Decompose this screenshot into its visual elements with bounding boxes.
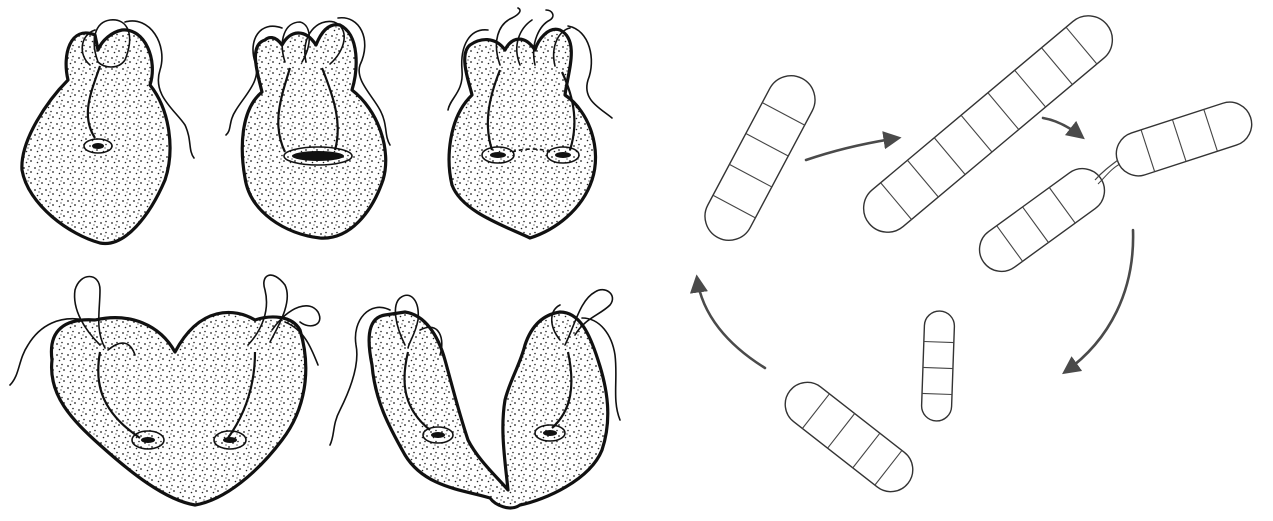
rod-stage-3-daughter-b bbox=[971, 160, 1113, 280]
flagellate-division-panel bbox=[10, 8, 620, 508]
cycle-arrow-1 bbox=[806, 138, 898, 160]
rod-stage-4 bbox=[921, 311, 955, 422]
cycle-arrow-2 bbox=[1043, 118, 1082, 137]
cycle-arrow-3 bbox=[1065, 230, 1133, 372]
cycle-arrow-4 bbox=[697, 278, 765, 368]
flagellate-cell-stage-4 bbox=[10, 275, 320, 505]
rod-fission-strand bbox=[1095, 160, 1118, 180]
flagellate-cell-stage-1 bbox=[22, 20, 194, 244]
rod-stage-5 bbox=[776, 373, 921, 500]
segmented-rod-cycle-panel bbox=[697, 6, 1258, 501]
flagellate-cell-stage-5 bbox=[330, 290, 620, 508]
flagellate-cell-stage-3 bbox=[448, 8, 612, 238]
flagellate-cell-stage-2 bbox=[226, 18, 390, 238]
rod-stage-1 bbox=[697, 67, 824, 248]
rod-stage-3-daughter-a bbox=[1111, 96, 1258, 181]
